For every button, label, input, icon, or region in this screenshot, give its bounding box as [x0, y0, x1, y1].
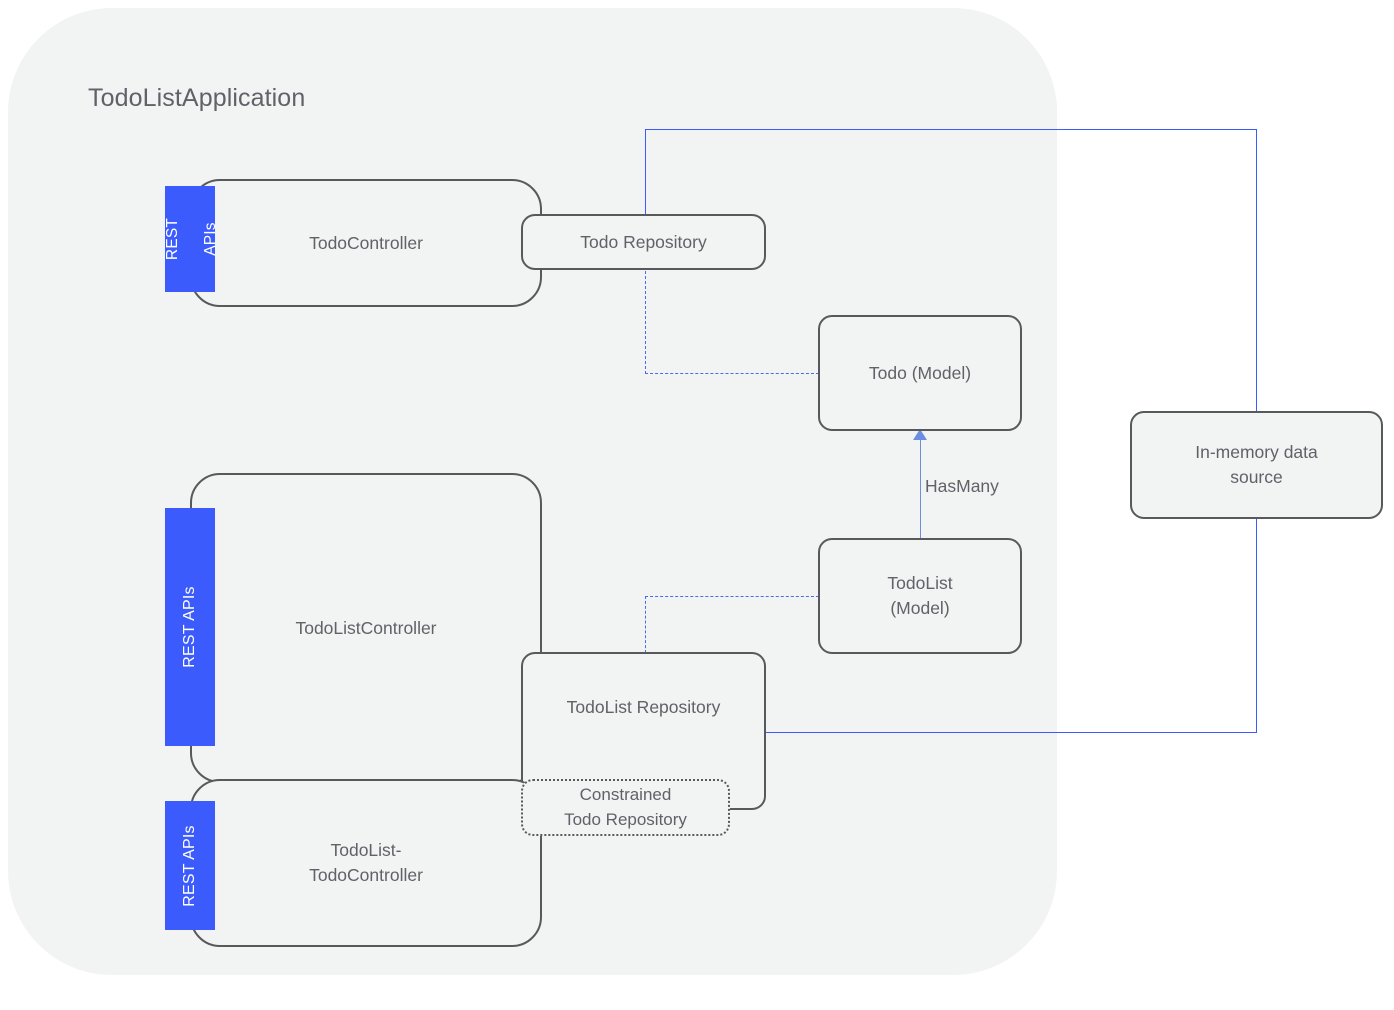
node-in-memory-data-source[interactable]: In-memory data source: [1130, 411, 1383, 519]
node-todolist-model-label: TodoList (Model): [887, 573, 953, 618]
edge-todo-repo-top: [645, 129, 1257, 130]
badge-label: REST APIs: [181, 824, 199, 907]
badge-rest-apis-todo-controller: REST APIs: [164, 186, 219, 292]
badge-rest-apis-todolist-controller: REST APIs: [165, 508, 215, 746]
page-title: TodoListApplication: [88, 84, 306, 112]
edge-todolist-repo-right: [766, 732, 1257, 733]
node-todo-model-label: Todo (Model): [868, 362, 972, 383]
node-todolist-model[interactable]: TodoList (Model): [818, 538, 1022, 654]
badge-line-1: REST: [164, 217, 182, 261]
badge-label: REST APIs: [181, 586, 199, 668]
node-constrained-todo-repository[interactable]: Constrained Todo Repository: [521, 779, 730, 836]
badge-rest-apis-todolist-todo-controller: REST APIs: [165, 801, 215, 930]
edge-todo-repo-to-model-dashed: [645, 373, 819, 374]
edge-has-many-arrowhead: [913, 429, 927, 440]
node-todo-controller-label: TodoController: [309, 232, 423, 253]
edge-todolist-repo-up-dashed: [645, 596, 646, 653]
node-in-memory-data-source-label: In-memory data source: [1195, 442, 1318, 487]
edge-todolist-repo-to-model-dashed: [645, 596, 819, 597]
node-todolist-controller-label: TodoListController: [295, 617, 437, 638]
badge-line-2: APIs: [202, 222, 220, 256]
node-todo-repository[interactable]: Todo Repository: [521, 214, 766, 270]
edge-has-many-label: HasMany: [925, 476, 999, 496]
node-todolist-todo-controller-label: TodoList- TodoController: [309, 840, 423, 885]
node-todo-model[interactable]: Todo (Model): [818, 315, 1022, 431]
node-todo-repository-label: Todo Repository: [580, 231, 707, 252]
node-todolist-repository-label: TodoList Repository: [566, 696, 721, 717]
node-todolist-controller[interactable]: TodoListController: [190, 473, 542, 783]
node-todo-controller[interactable]: TodoController: [190, 179, 542, 307]
node-constrained-todo-repository-label: Constrained Todo Repository: [564, 785, 687, 829]
edge-todo-repo-up: [645, 129, 646, 219]
node-todolist-todo-controller[interactable]: TodoList- TodoController: [190, 779, 542, 947]
edge-has-many-line: [920, 440, 921, 538]
edge-todo-repo-down-dashed: [645, 266, 646, 374]
